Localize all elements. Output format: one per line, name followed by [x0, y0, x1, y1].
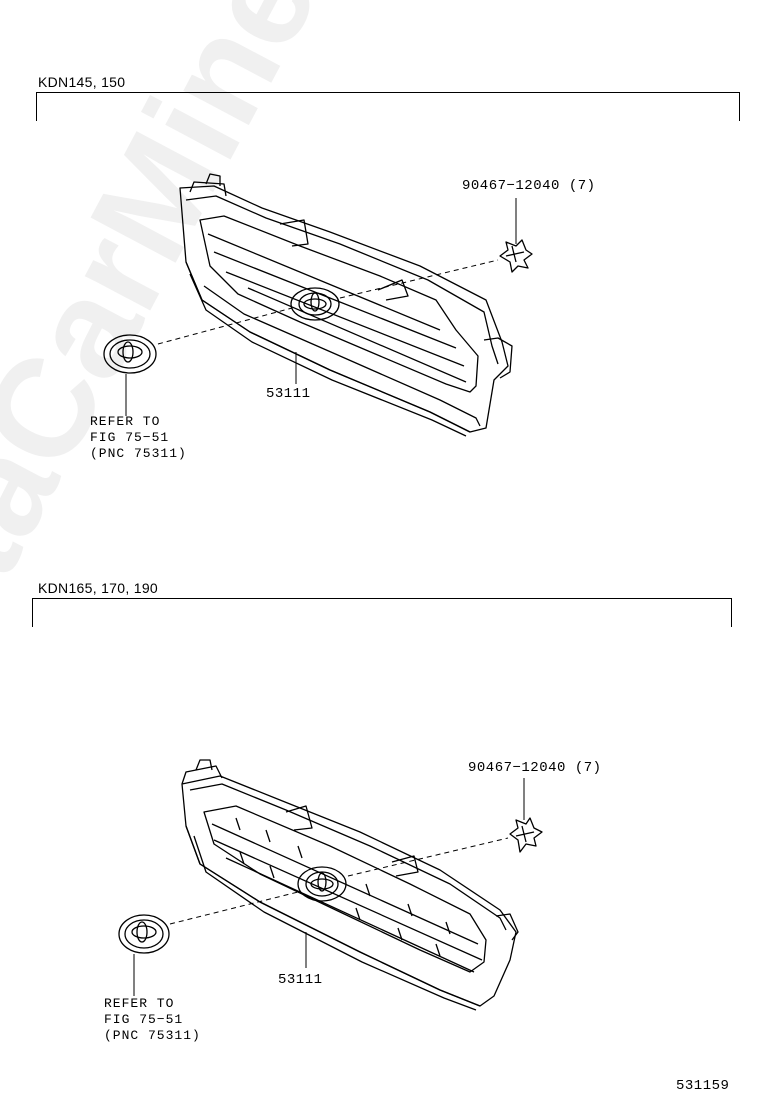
refer-line: (PNC 75311) [90, 446, 187, 461]
section-label-kdn165: KDN165, 170, 190 [38, 580, 158, 596]
clip-icon [499, 239, 533, 273]
refer-line: (PNC 75311) [104, 1028, 201, 1043]
grille-part-number-2: 53111 [278, 972, 323, 988]
figure-number: 531159 [676, 1078, 730, 1094]
radiator-grille-icon [181, 759, 519, 1011]
refer-line: FIG 75−51 [90, 430, 170, 445]
section-bracket-1 [36, 92, 740, 121]
toyota-emblem-icon [118, 914, 170, 954]
refer-line: REFER TO [90, 414, 161, 429]
section-bracket-2 [32, 598, 732, 627]
clip-icon [509, 817, 543, 853]
clip-part-number-2: 90467−12040 (7) [468, 760, 602, 776]
toyota-emblem-icon [103, 334, 157, 374]
section-label-kdn145: KDN145, 150 [38, 74, 126, 90]
refer-line: FIG 75−51 [104, 1012, 184, 1027]
refer-note-2: REFER TO FIG 75−51 (PNC 75311) [104, 996, 201, 1044]
radiator-grille-icon [179, 173, 513, 437]
clip-part-number-1: 90467−12040 (7) [462, 178, 596, 194]
refer-note-1: REFER TO FIG 75−51 (PNC 75311) [90, 414, 187, 462]
refer-line: REFER TO [104, 996, 175, 1011]
grille-part-number-1: 53111 [266, 386, 311, 402]
